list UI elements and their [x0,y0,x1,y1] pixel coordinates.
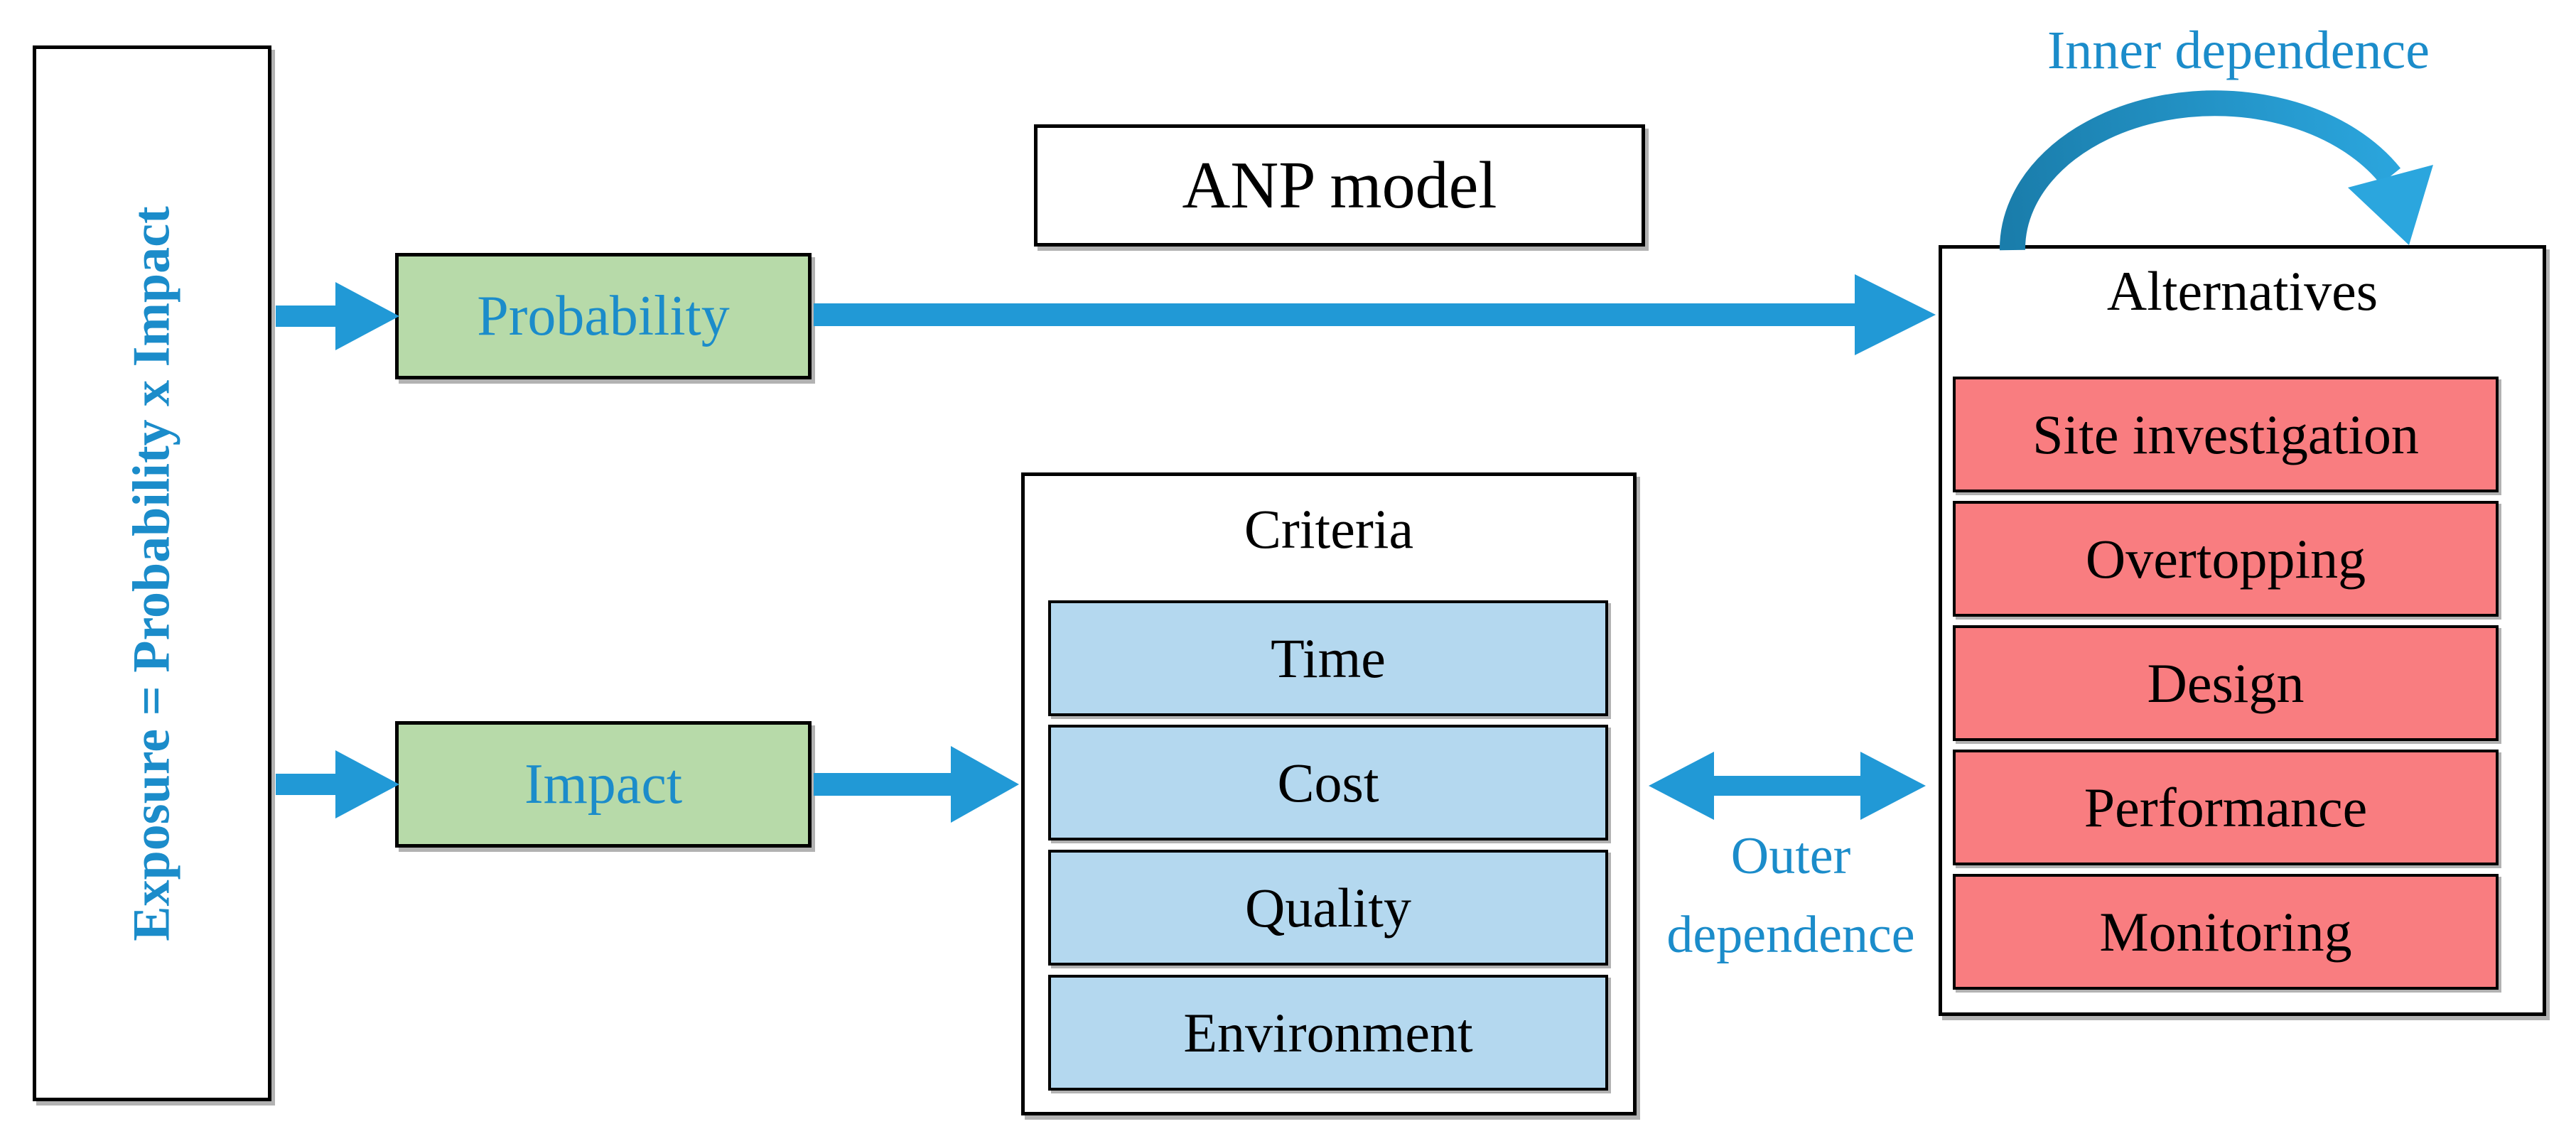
criteria-item-time: Time [1048,600,1608,716]
alternatives-item-label: Performance [2084,776,2368,838]
arrow-impact-to-criteria [814,746,1019,823]
alternatives-item-design: Design [1953,625,2499,741]
criteria-box: Criteria Time Cost Quality Environment [1021,472,1637,1115]
outer-dependence-arrow [1649,752,1926,820]
alternatives-title: Alternatives [2106,260,2378,322]
criteria-item-cost: Cost [1048,725,1608,840]
criteria-item-quality: Quality [1048,850,1608,966]
alternatives-item-performance: Performance [1953,750,2499,865]
anp-model-title: ANP model [1182,148,1497,222]
probability-label: Probability [477,284,730,347]
alternatives-item-overtopping: Overtopping [1953,501,2499,617]
alternatives-item-site-investigation: Site investigation [1953,377,2499,492]
arrow-probability-to-alternatives [814,274,1936,355]
outer-dependence-line2: dependence [1666,906,1915,964]
alternatives-item-label: Design [2147,652,2305,714]
alternatives-item-label: Site investigation [2032,403,2419,465]
criteria-title: Criteria [1244,498,1414,560]
criteria-item-label: Cost [1277,751,1379,813]
arrow-exposure-to-impact [276,750,399,818]
criteria-item-label: Environment [1183,1001,1473,1064]
criteria-item-environment: Environment [1048,975,1608,1091]
inner-dependence-arc-arrow [1999,90,2401,251]
arrow-exposure-to-probability [276,282,399,350]
impact-box: Impact [395,721,812,848]
alternatives-box: Alternatives Site investigation Overtopp… [1939,245,2546,1016]
probability-box: Probability [395,253,812,379]
impact-label: Impact [524,752,683,816]
alternatives-item-monitoring: Monitoring [1953,874,2499,990]
criteria-item-label: Time [1271,627,1386,689]
criteria-item-label: Quality [1245,876,1411,939]
alternatives-item-label: Overtopping [2085,527,2366,590]
alternatives-item-label: Monitoring [2099,900,2352,963]
inner-dependence-label: Inner dependence [2047,21,2430,80]
exposure-box: Exposure = Probability x Impact [33,45,271,1101]
anp-model-box: ANP model [1034,124,1645,247]
inner-dependence-arrowhead [2348,165,2433,245]
outer-dependence-line1: Outer [1730,827,1851,885]
outer-dependence-label: Outer dependence [1627,817,1954,975]
exposure-label: Exposure = Probability x Impact [122,205,181,941]
